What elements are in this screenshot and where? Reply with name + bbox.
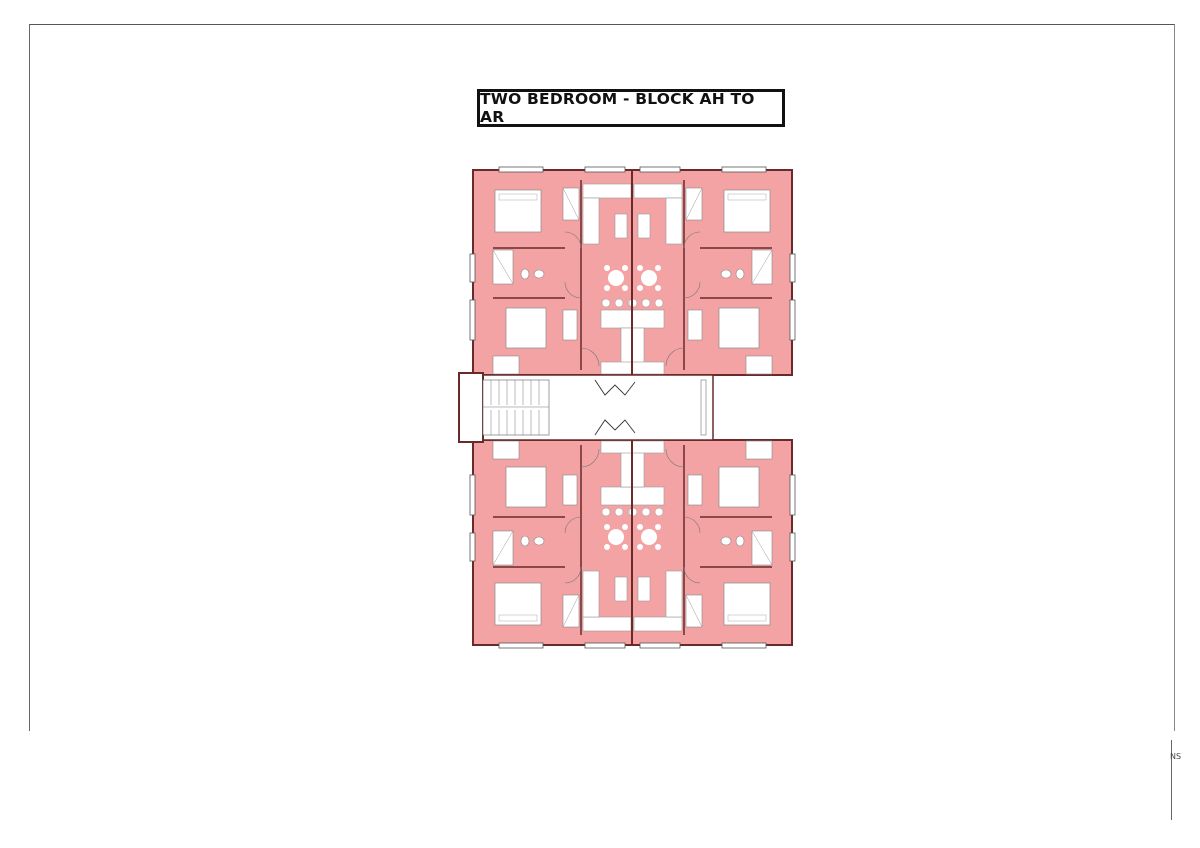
- sheet-border: [29, 24, 1175, 731]
- unit-top-right: [628, 166, 796, 376]
- side-label: NS: [1170, 752, 1182, 761]
- unit-bottom-right: [628, 439, 796, 649]
- scale-ruler: [1171, 740, 1172, 820]
- unit-top-left: [469, 166, 637, 376]
- drawing-title-box: TWO BEDROOM - BLOCK AH TO AR: [477, 89, 785, 127]
- floor-plan: [458, 166, 796, 649]
- drawing-title: TWO BEDROOM - BLOCK AH TO AR: [480, 90, 755, 126]
- unit-bottom-left: [469, 439, 637, 649]
